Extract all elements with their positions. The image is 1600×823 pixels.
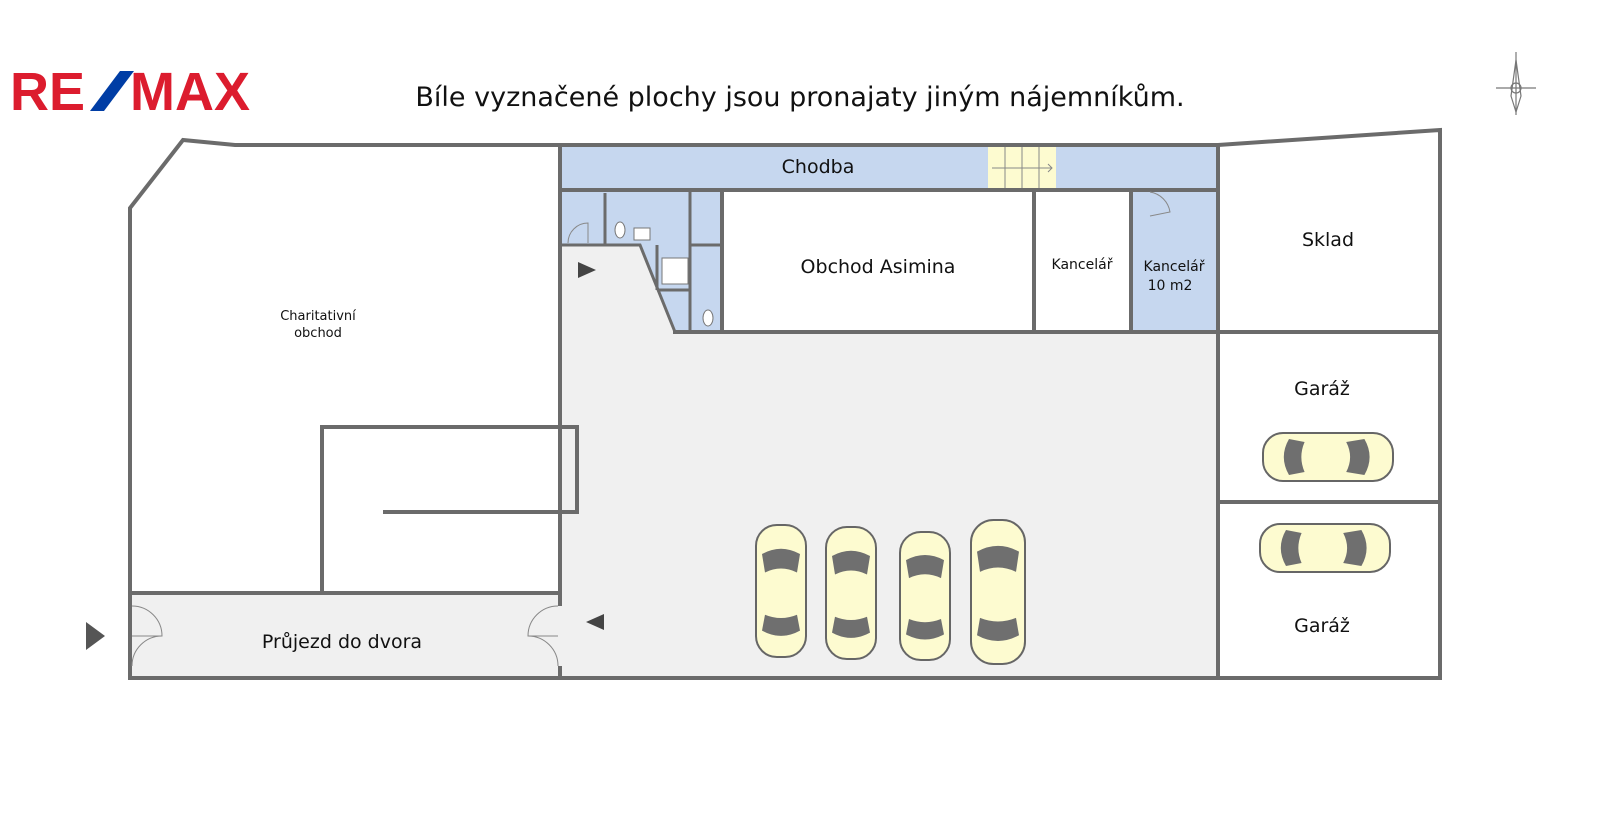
page-title: Bíle vyznačené plochy jsou pronajaty jin… [415, 82, 1184, 113]
room-label-sklad: Sklad [1302, 229, 1354, 251]
entrance-arrow-icon [586, 614, 604, 630]
room-label-garaz-2: Garáž [1294, 615, 1350, 637]
logo-slash [90, 71, 134, 111]
walls [128, 127, 1442, 680]
room-label-charitativni-2: obchod [294, 326, 342, 341]
svg-text:MAX: MAX [130, 62, 250, 122]
cars [755, 432, 1394, 665]
car-icon [755, 524, 807, 658]
svg-text:RE: RE [10, 62, 85, 122]
room-label-kancelar: Kancelář [1052, 257, 1113, 273]
remax-logo: RE MAX [10, 62, 250, 122]
restrooms-floor [560, 190, 722, 332]
north-arrow-icon [1496, 52, 1536, 115]
toilet-icon [614, 221, 714, 327]
room-label-charitativni: Charitativní [280, 309, 356, 324]
room-label-garaz-1: Garáž [1294, 378, 1350, 400]
car-icon [825, 526, 877, 660]
room-label-prujezd: Průjezd do dvora [262, 631, 422, 653]
car-icon [1259, 523, 1391, 573]
car-icon [899, 531, 951, 661]
car-icon [970, 519, 1026, 665]
courtyard [560, 245, 1218, 678]
sink-icon [633, 227, 651, 241]
room-label-kancelar-10: Kancelář [1144, 259, 1205, 275]
office-10m2-floor [1131, 190, 1218, 332]
shower-icon [661, 257, 689, 285]
corridor-floor [560, 144, 1218, 190]
room-label-chodba: Chodba [782, 156, 855, 178]
passage-floor [128, 593, 560, 678]
room-label-obchod-asimina: Obchod Asimina [801, 256, 956, 278]
room-area-kancelar-10: 10 m2 [1148, 278, 1193, 294]
entrance-arrow-icon [86, 622, 105, 650]
entrance-arrow-icon [578, 262, 596, 278]
car-icon [1262, 432, 1394, 482]
